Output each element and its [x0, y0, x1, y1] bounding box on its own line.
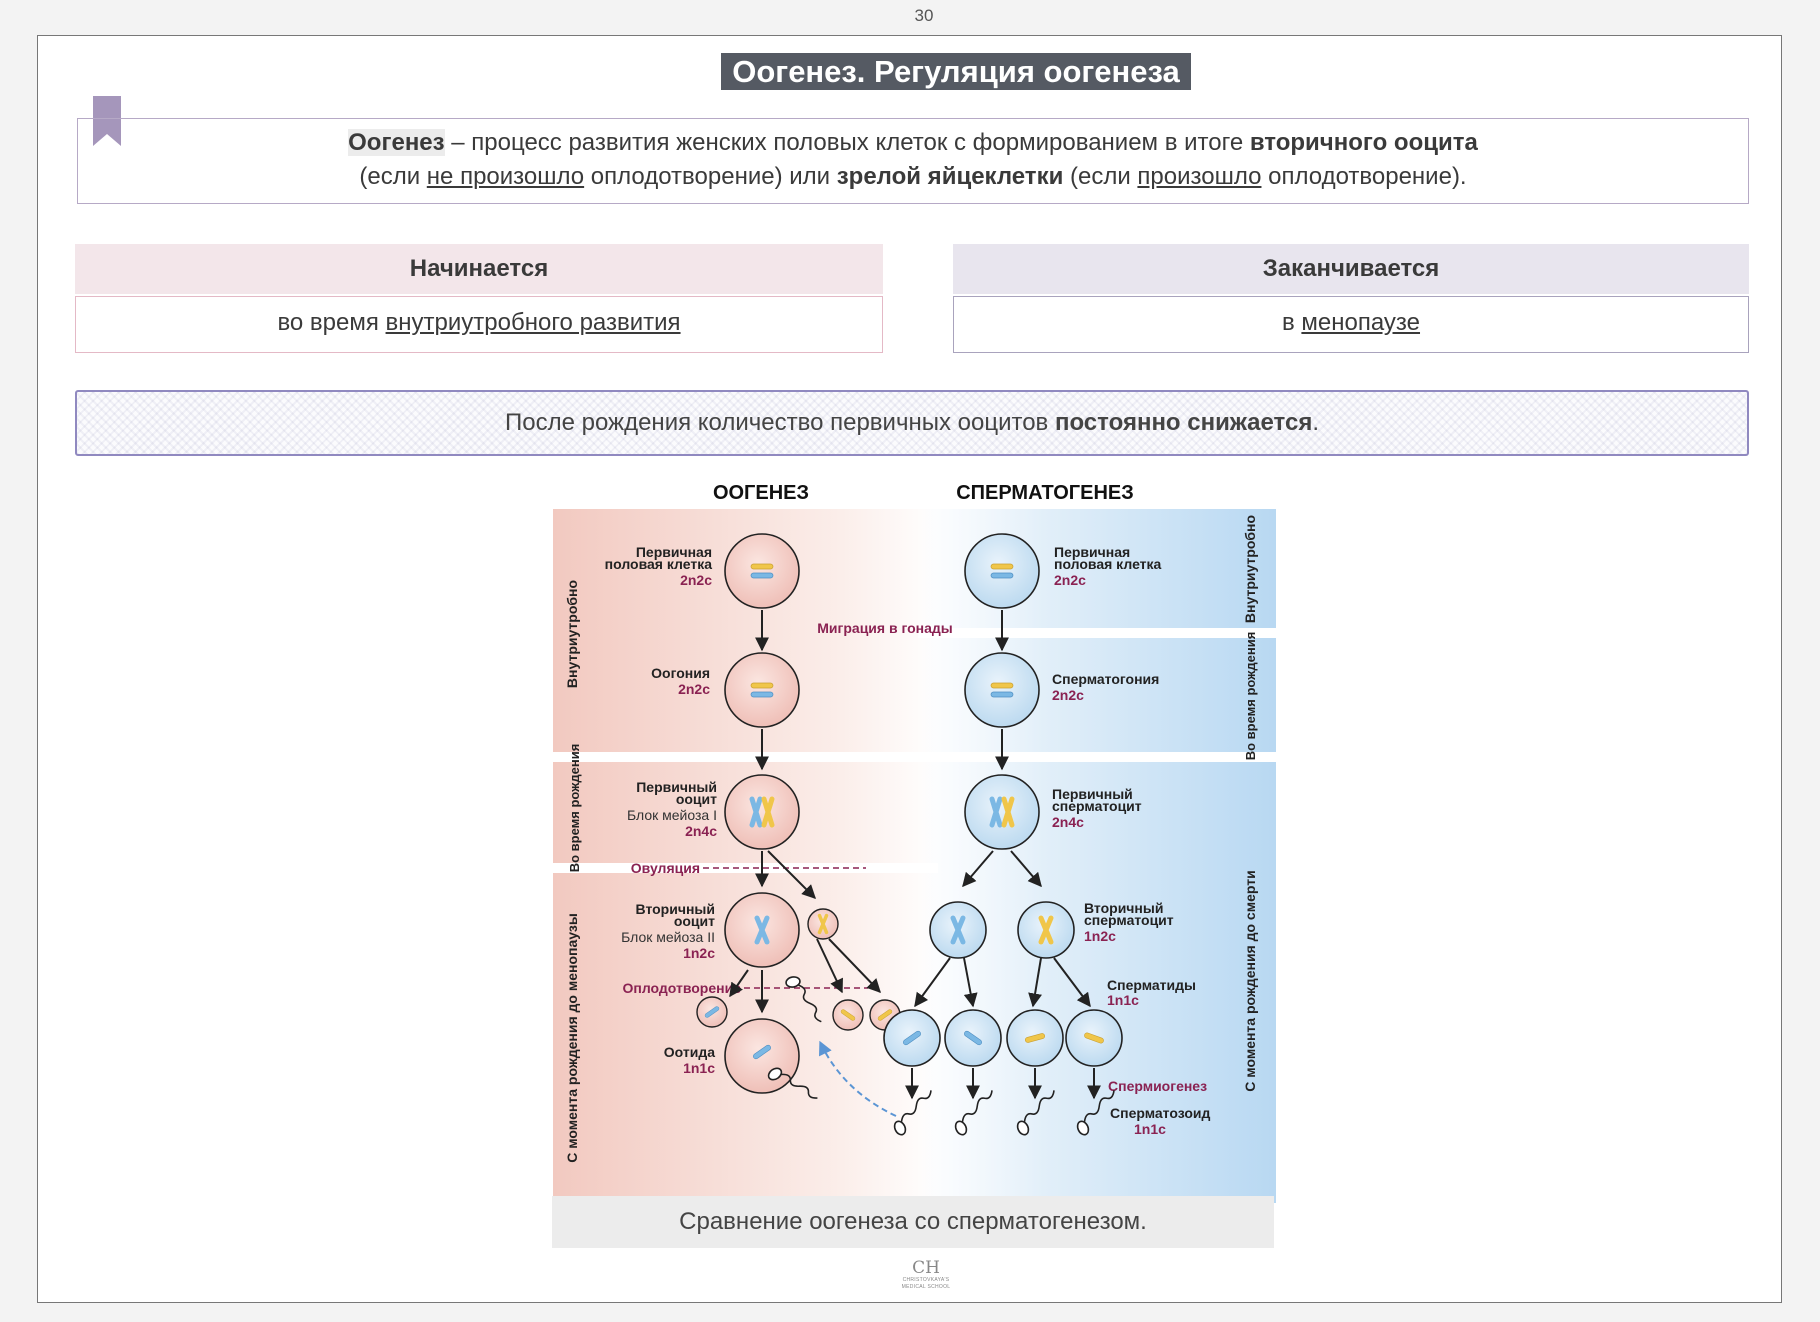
oo-primordial-label-2: половая клетка	[605, 556, 713, 572]
sp-primary-label-2: сперматоцит	[1052, 798, 1142, 814]
sp-spermatid-4	[1065, 1009, 1123, 1067]
oo-oogonia-ploidy: 2n2c	[678, 681, 710, 697]
oo-secondary-label-2: ооцит	[674, 913, 715, 929]
left-period-birth-to-menopause: С момента рождения до менопаузы	[564, 913, 580, 1163]
definition-bold-2: зрелой яйцеклетки	[836, 163, 1064, 190]
sp-primary-ploidy: 2n4c	[1052, 814, 1084, 830]
oo-primary-block: Блок мейоза I	[627, 807, 717, 823]
definition-text-2: (если	[359, 163, 427, 190]
oo-primary-ploidy: 2n4c	[685, 823, 717, 839]
oo-primordial-ploidy: 2n2c	[680, 572, 712, 588]
oo-polar-body-division-1	[832, 999, 864, 1031]
sp-spermatid-1	[883, 1009, 941, 1067]
oo-primary-label-2: ооцит	[676, 791, 717, 807]
definition-text-1: – процесс развития женских половых клето…	[444, 129, 1250, 156]
sp-secondary-label-1: Вторичный	[1084, 900, 1163, 916]
oo-ootid-cell	[724, 1018, 800, 1094]
ends-header: Заканчивается	[953, 244, 1749, 294]
migration-label: Миграция в гонады	[817, 620, 953, 636]
bookmark-icon	[93, 96, 121, 146]
sp-primordial-label-1: Первичная	[1054, 544, 1130, 560]
starts-prefix: во время	[277, 309, 386, 336]
oo-secondary-block: Блок мейоза II	[621, 929, 715, 945]
oogenesis-spermatogenesis-diagram: ООГЕНЕЗ СПЕРМАТОГЕНЕЗ Внутриутробно Во в…	[553, 482, 1276, 1203]
definition-text-5: оплодотворение).	[1261, 163, 1467, 190]
oo-oogonia-label: Оогония	[651, 665, 710, 681]
ovulation-label: Овуляция	[631, 860, 700, 876]
sp-primordial-cell	[964, 533, 1040, 609]
definition-text-4: (если	[1063, 163, 1138, 190]
decline-note: После рождения количество первичных ооци…	[75, 390, 1749, 456]
note-end: .	[1312, 409, 1320, 436]
oo-secondary-oocyte-cell	[724, 892, 800, 968]
fertilization-arrow	[819, 1040, 897, 1117]
oo-ootid-ploidy: 1n1c	[683, 1060, 715, 1076]
right-period-birth: Во время рождения	[1243, 632, 1258, 761]
page-number: 30	[914, 6, 934, 25]
ends-period: менопаузе	[1301, 309, 1421, 336]
definition-term: Оогенез	[348, 129, 445, 156]
left-period-birth: Во время рождения	[567, 744, 582, 873]
oo-secondary-ploidy: 1n2c	[683, 945, 715, 961]
sp-secondary-ploidy: 1n2c	[1084, 928, 1116, 944]
sp-sperm-label: Сперматозоид	[1110, 1105, 1210, 1121]
heading-spermatogenesis: СПЕРМАТОГЕНЕЗ	[956, 482, 1134, 504]
sp-spermatid-2	[944, 1009, 1002, 1067]
sp-secondary-spermatocyte-2	[1017, 901, 1075, 959]
brand-logo: CH CHRISTOVKAYA'S MEDICAL SCHOOL	[891, 1259, 961, 1291]
ends-body: в менопаузе	[953, 296, 1749, 353]
oo-primary-oocyte-cell	[724, 774, 800, 850]
definition-box: Оогенез – процесс развития женских полов…	[77, 118, 1749, 204]
page-sheet: Оогенез. Регуляция оогенеза Оогенез – пр…	[37, 35, 1782, 1303]
oo-oogonia-cell	[724, 652, 800, 728]
oo-first-polar-body	[807, 908, 839, 940]
heading-oogenesis: ООГЕНЕЗ	[713, 482, 809, 504]
starts-period: внутриутробного развития	[385, 309, 681, 336]
logo-subtitle: CHRISTOVKAYA'S MEDICAL SCHOOL	[901, 1277, 951, 1290]
left-period-prenatal: Внутриутробно	[564, 580, 580, 688]
definition-underline-2: произошло	[1137, 163, 1262, 190]
sp-primary-spermatocyte-cell	[964, 774, 1040, 850]
note-text: После рождения количество первичных ооци…	[504, 409, 1055, 436]
fertilization-label: Оплодотворение	[622, 980, 741, 996]
sp-primary-label-1: Первичный	[1052, 786, 1133, 802]
ends-prefix: в	[1281, 309, 1302, 336]
starts-body: во время внутриутробного развития	[75, 296, 883, 353]
sp-primordial-ploidy: 2n2c	[1054, 572, 1086, 588]
definition-underline-1: не произошло	[426, 163, 585, 190]
oo-primordial-cell	[724, 533, 800, 609]
oo-second-polar-body	[696, 996, 728, 1028]
page-title: Оогенез. Регуляция оогенеза	[721, 53, 1191, 90]
oo-primordial-label-1: Первичная	[636, 544, 712, 560]
spermatogenesis-band	[918, 509, 1276, 1203]
note-bold: постоянно снижается	[1054, 409, 1313, 436]
oo-ootid-label: Оотида	[664, 1044, 715, 1060]
sp-sperm-ploidy: 1n1c	[1134, 1121, 1166, 1137]
definition-text-3: оплодотворение) или	[584, 163, 837, 190]
starts-header: Начинается	[75, 244, 883, 294]
right-period-prenatal: Внутриутробно	[1242, 515, 1258, 623]
sp-secondary-spermatocyte-1	[929, 901, 987, 959]
sp-spermatogonia-ploidy: 2n2c	[1052, 687, 1084, 703]
oo-secondary-label-1: Вторичный	[636, 901, 715, 917]
right-period-birth-to-death: С момента рождения до смерти	[1242, 870, 1258, 1091]
sp-spermatids-label: Сперматиды	[1107, 977, 1196, 993]
definition-bold-1: вторичного ооцита	[1249, 129, 1478, 156]
sp-spermatids-ploidy: 1n1c	[1107, 992, 1139, 1008]
sp-secondary-label-2: сперматоцит	[1084, 912, 1174, 928]
logo-monogram: CH	[912, 1258, 940, 1278]
sp-spermatogonia-label: Сперматогония	[1052, 671, 1159, 687]
spermiogenesis-label: Спермиогенез	[1108, 1078, 1207, 1094]
sp-primordial-label-2: половая клетка	[1054, 556, 1162, 572]
oo-primary-label-1: Первичный	[636, 779, 717, 795]
sp-spermatid-3	[1006, 1009, 1064, 1067]
figure-caption: Сравнение оогенеза со сперматогенезом.	[552, 1196, 1274, 1248]
sp-spermatogonia-cell	[964, 652, 1040, 728]
oogenesis-band	[553, 509, 938, 1203]
